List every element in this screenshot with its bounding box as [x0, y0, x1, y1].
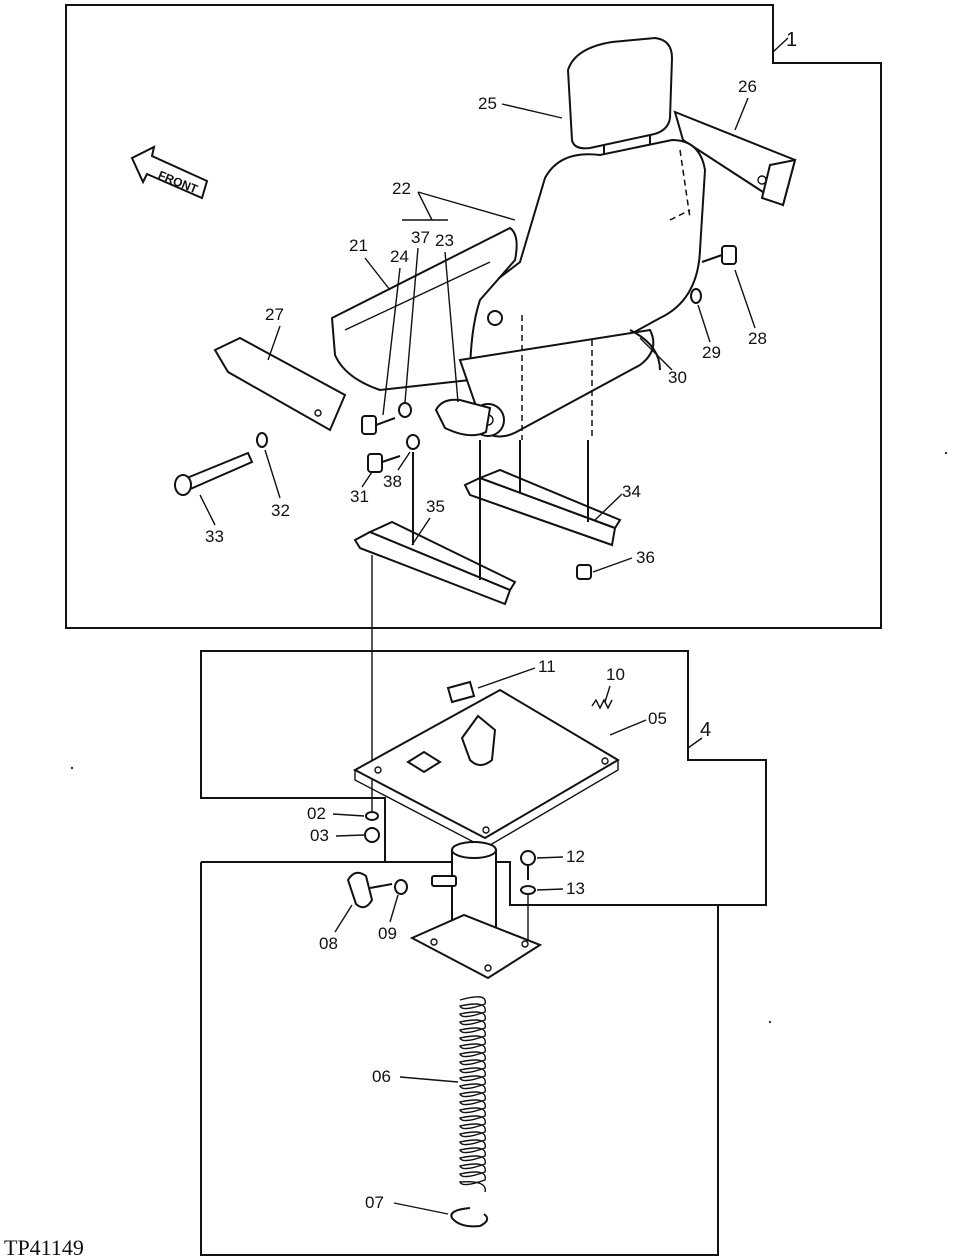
callout-labels: 25 26 22 37 23 21 24 27 28 29 30 31 38 3…	[199, 77, 767, 1215]
callout-38: 38	[383, 472, 402, 491]
seat-column	[409, 841, 543, 980]
coil-spring-06	[459, 996, 486, 1193]
callout-25: 25	[478, 94, 497, 113]
washer-02	[365, 811, 379, 821]
callout-02: 02	[307, 804, 326, 823]
seat-cushion	[330, 226, 518, 392]
pivot-bracket	[434, 398, 492, 437]
bolt-12	[520, 850, 536, 880]
washer-29	[690, 288, 702, 304]
callout-33: 33	[205, 527, 224, 546]
callout-37: 37	[411, 228, 430, 247]
callout-08: 08	[319, 934, 338, 953]
callout-07: 07	[365, 1193, 384, 1212]
washer-32	[256, 432, 268, 448]
callout-22: 22	[392, 179, 411, 198]
spring-10	[591, 698, 613, 710]
nut-03	[364, 827, 380, 843]
armrest-right	[673, 110, 797, 207]
callout-30: 30	[668, 368, 687, 387]
callout-11: 11	[538, 657, 556, 676]
callout-24: 24	[390, 247, 409, 266]
adjust-knob-08	[346, 871, 393, 909]
callout-26: 26	[738, 77, 757, 96]
figure-id: TP41149	[4, 1235, 84, 1260]
slide-rail-34	[463, 468, 622, 547]
front-arrow-icon: FRONT	[130, 145, 209, 200]
group-1-boundary	[65, 4, 882, 629]
nut-36	[576, 564, 592, 580]
callout-31: 31	[350, 487, 369, 506]
callout-36: 36	[636, 548, 655, 567]
mounting-plate	[352, 688, 620, 849]
screw-31	[367, 453, 401, 473]
knob-11	[446, 680, 476, 704]
callout-28: 28	[748, 329, 767, 348]
callout-23: 23	[435, 231, 454, 250]
slide-rail-35	[353, 520, 517, 606]
group-label-1: 1	[786, 29, 797, 51]
callout-10: 10	[606, 665, 625, 684]
group-label-4: 4	[700, 719, 711, 741]
washer-09	[394, 879, 408, 895]
adjust-lever	[629, 329, 661, 371]
callout-34: 34	[622, 482, 641, 501]
washer-13	[520, 885, 536, 895]
screw-24	[361, 415, 396, 435]
lock-pin	[431, 875, 457, 887]
screw-28	[701, 245, 737, 265]
callout-03: 03	[310, 826, 329, 845]
callout-27: 27	[265, 305, 284, 324]
washer-37	[398, 402, 412, 418]
callout-12: 12	[566, 847, 585, 866]
callout-09: 09	[378, 924, 397, 943]
callout-06: 06	[372, 1067, 391, 1086]
callout-05: 05	[648, 709, 667, 728]
headrest	[566, 36, 674, 168]
snap-ring-07	[450, 1207, 489, 1228]
callout-13: 13	[566, 879, 585, 898]
callout-32: 32	[271, 501, 290, 520]
callout-35: 35	[426, 497, 445, 516]
armrest-left	[213, 336, 347, 432]
callout-29: 29	[702, 343, 721, 362]
washer-38	[406, 434, 420, 450]
cap-screw-33	[174, 451, 254, 496]
callout-21: 21	[349, 236, 368, 255]
group-4-lower-boundary	[200, 861, 719, 1256]
